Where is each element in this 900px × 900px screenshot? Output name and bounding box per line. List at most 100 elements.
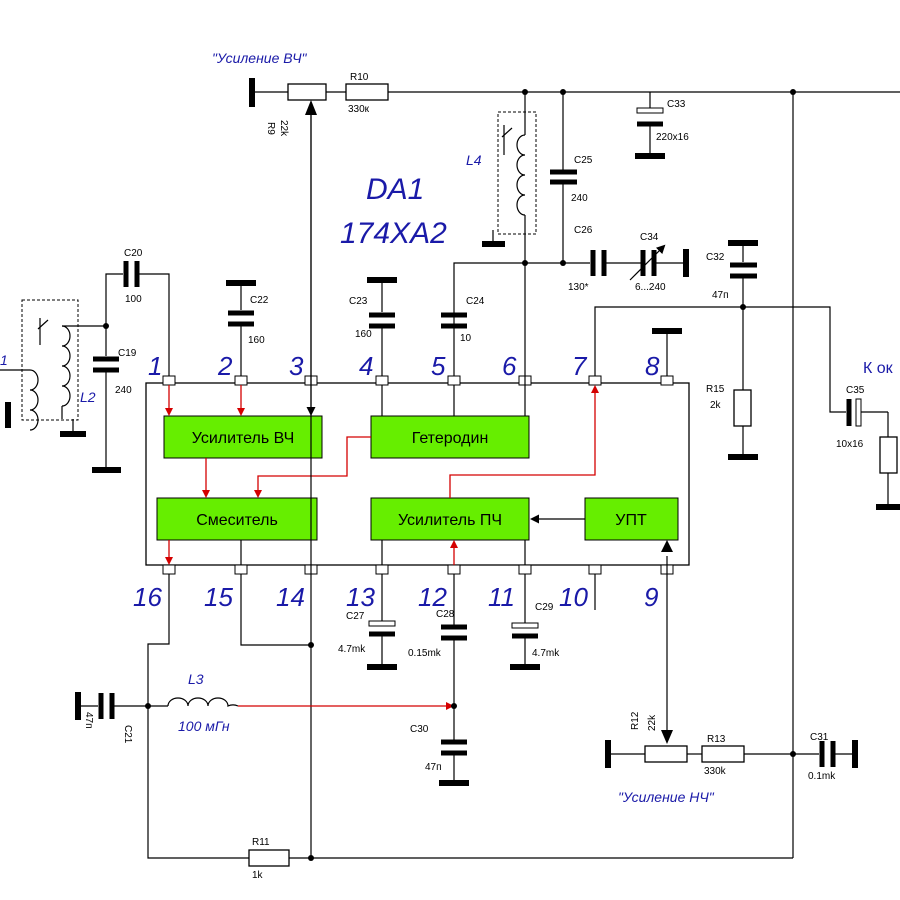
chip-part-number: 174ХА2 [340,217,447,250]
coil-l2 [0,299,106,437]
c26-label: C26 [574,225,593,236]
pin-14-label: 14 [276,582,305,612]
l3-label: L3 [188,671,204,687]
c27-label: C27 [346,611,365,622]
c22-label: C22 [250,295,269,306]
block-if-amplifier-label: Усилитель ПЧ [398,512,502,529]
capacitor-c26-c34 [453,244,689,376]
c33-label: C33 [667,99,686,110]
pin-5-label: 5 [431,351,446,381]
pin-6-label: 6 [502,351,517,381]
resistor-r15 [728,389,758,460]
c25-value: 240 [571,193,588,204]
c31-label: C31 [810,732,829,743]
c19-value: 240 [115,385,132,396]
block-mixer: Смеситель [156,497,318,541]
antenna-label: 1 [0,352,8,368]
r10-label: R10 [350,72,369,83]
resistor-r11 [248,849,793,867]
pin-8-label: 8 [645,351,660,381]
capacitor-c27 [367,574,397,670]
r10-value: 330к [348,104,370,115]
capacitor-c23 [367,277,397,376]
capacitor-c25 [550,92,577,263]
rf-gain-control [249,78,900,858]
capacitor-c24 [441,312,467,329]
af-gain-label: "Усиление НЧ" [618,789,715,805]
capacitor-c29 [510,574,540,670]
r12-label: R12 [630,711,641,730]
l4-label: L4 [466,152,482,168]
c31-value: 0.1mk [808,771,836,782]
coil-l4 [482,92,537,385]
c29-value: 4.7mk [532,648,560,659]
block-mixer-label: Смеситель [196,512,278,529]
block-if-amplifier: Усилитель ПЧ [370,497,530,541]
pin-12-label: 12 [418,582,447,612]
c32-value: 47п [712,290,729,301]
pin-11-label: 11 [488,582,515,612]
block-dc-amplifier-label: УПТ [615,512,647,529]
capacitor-c35 [846,398,900,510]
r9-label: R9 [265,122,276,135]
pin7-output-line [594,306,846,413]
pin15-wiring [240,574,311,646]
l2-label: L2 [80,389,96,405]
c34-value: 6...240 [635,282,666,293]
pin8-ground [652,328,682,376]
block-oscillator: Гетеродин [370,415,530,459]
internal-signal-arrows [165,385,599,565]
r15-value: 2k [710,400,722,411]
capacitor-c19 [92,326,121,473]
capacitor-c28 [441,574,467,740]
c20-value: 100 [125,294,142,305]
c35-label: C35 [846,385,865,396]
block-oscillator-label: Гетеродин [412,430,489,447]
pin-7-label: 7 [572,351,588,381]
block-rf-amplifier-label: Усилитель ВЧ [192,430,295,447]
output-label: К ок [863,360,894,377]
c24-label: C24 [466,296,485,307]
c28-value: 0.15mk [408,648,442,659]
c24-value: 10 [460,333,472,344]
chip-designator: DA1 [366,173,424,206]
af-gain-control [605,540,858,768]
pin-4-label: 4 [359,351,373,381]
capacitor-c32 [728,240,758,390]
c20-label: C20 [124,248,143,259]
c25-label: C25 [574,155,593,166]
c30-label: C30 [410,724,429,735]
c21-label: C21 [122,725,133,744]
c29-label: C29 [535,602,554,613]
r11-label: R11 [252,837,270,848]
pin-16-label: 16 [133,582,162,612]
pin16-wiring [75,574,457,859]
pin-2-label: 2 [217,351,233,381]
pin-9-label: 9 [644,582,658,612]
c22-value: 160 [248,335,265,346]
c26-value: 130* [568,282,589,293]
capacitor-c20 [105,261,170,376]
pin-15-label: 15 [204,582,233,612]
pin-1-label: 1 [148,351,162,381]
pin-10-label: 10 [559,582,588,612]
c21-value: 47п [83,712,94,729]
rf-gain-label: "Усиление ВЧ" [212,50,308,66]
r13-label: R13 [707,734,726,745]
c34-label: C34 [640,232,659,243]
r12-value: 22k [647,714,658,731]
c28-label: C28 [436,609,455,620]
c19-label: C19 [118,348,137,359]
c27-value: 4.7mk [338,644,366,655]
c23-label: C23 [349,296,368,307]
l3-value: 100 мГн [178,718,230,734]
capacitor-c33 [635,92,665,159]
capacitor-c30 [439,739,469,786]
pin-13-label: 13 [346,582,375,612]
c35-value: 10x16 [836,439,864,450]
pin-3-label: 3 [289,351,304,381]
block-dc-amplifier: УПТ [584,497,679,541]
r11-value: 1k [252,870,264,881]
r13-value: 330k [704,766,727,777]
